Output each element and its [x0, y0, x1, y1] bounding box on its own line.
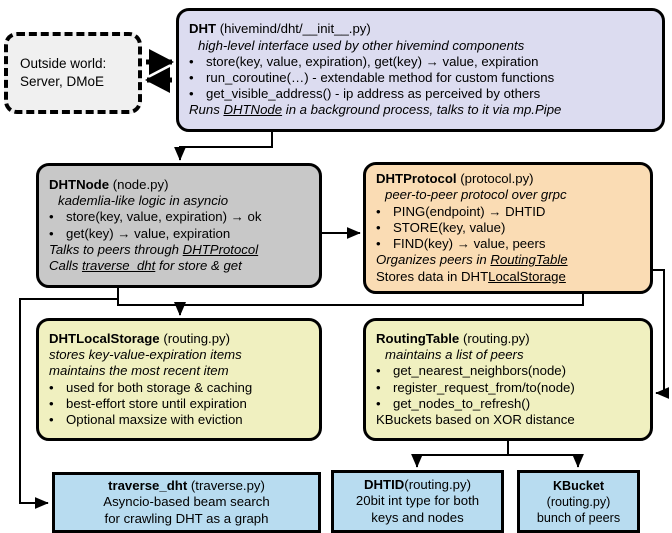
- routingtable-file: (routing.py): [462, 330, 530, 346]
- localstorage-bullet: • used for both storage & caching: [49, 379, 253, 395]
- traverse-title: traverse_dht (traverse.py): [55, 478, 318, 495]
- dhtnode-footer-traverse: Calls traverse_dht for store & get: [49, 257, 242, 273]
- dht-name: DHT: [189, 21, 217, 37]
- localstorage-subtitle1: stores key-value-expiration items: [49, 347, 242, 363]
- dht-bullet: • run_coroutine(…) - extendable method f…: [189, 70, 555, 85]
- routingtable-title: RoutingTable (routing.py): [366, 331, 650, 347]
- dhtprotocol-footer-localstorage: Stores data in DHTLocalStorage: [376, 268, 566, 284]
- bullet-icon: •: [49, 411, 54, 427]
- dhtprotocol-name: DHTProtocol: [376, 171, 457, 187]
- kbucket-title: KBucket: [520, 478, 637, 494]
- bullet-icon: •: [376, 219, 381, 235]
- routingtable-footer: KBuckets based on XOR distance: [376, 411, 575, 427]
- bullet-icon: •: [49, 225, 54, 241]
- routingtable-name: RoutingTable: [376, 330, 460, 346]
- bullet-icon: •: [376, 236, 381, 252]
- dht-bullet: • store(key, value, expiration), get(key…: [189, 53, 539, 69]
- bullet-icon: •: [376, 363, 381, 379]
- routingtable-bullet: • get_nearest_neighbors(node): [376, 363, 567, 379]
- node-kbucket[interactable]: KBucket (routing.py) bunch of peers: [517, 470, 640, 533]
- link-localstorage[interactable]: LocalStorage: [488, 268, 566, 284]
- dhtnode-name: DHTNode: [49, 176, 110, 192]
- bullet-icon: •: [189, 53, 194, 69]
- dhtnode-bullet: • get(key) → value, expiration: [49, 225, 231, 241]
- traverse-line2: Asyncio-based beam search: [103, 494, 270, 510]
- edge-routingtable-to-dhtid: [411, 441, 509, 468]
- dhtid-line2: 20bit int type for both: [355, 493, 480, 509]
- bullet-icon: •: [189, 86, 194, 102]
- kbucket-name: KBucket: [552, 478, 605, 493]
- bullet-icon: •: [189, 70, 194, 85]
- localstorage-bullet: • Optional maxsize with eviction: [49, 411, 243, 427]
- traverse-name: traverse_dht: [108, 477, 188, 493]
- node-dhtlocalstorage[interactable]: DHTLocalStorage (routing.py) stores key-…: [36, 318, 322, 441]
- node-dht[interactable]: DHT (hivemind/dht/__init__.py) high-leve…: [176, 8, 665, 132]
- dhtnode-footer-protocol: Talks to peers through DHTProtocol: [49, 241, 259, 257]
- edge-dhtnode-to-localstorage: [117, 288, 186, 316]
- outside-world-line1: Outside world:: [20, 56, 107, 71]
- dhtid-title: DHTID(routing.py): [334, 477, 501, 494]
- edge-routingtable-to-kbucket: [507, 441, 584, 468]
- link-dhtnode[interactable]: DHTNode: [223, 102, 283, 118]
- dht-subtitle: high-level interface used by other hivem…: [198, 37, 525, 53]
- bullet-icon: •: [376, 203, 381, 219]
- bullet-icon: •: [49, 395, 54, 411]
- dht-bullet: • get_visible_address() - ip address as …: [189, 86, 541, 102]
- localstorage-title: DHTLocalStorage (routing.py): [39, 331, 319, 347]
- dhtprotocol-bullet: • STORE(key, value): [376, 219, 506, 235]
- dhtprotocol-footer-routingtable: Organizes peers in RoutingTable: [376, 252, 568, 268]
- dhtid-line3: keys and nodes: [371, 509, 464, 525]
- dhtnode-file: (node.py): [112, 176, 169, 192]
- dhtprotocol-file: (protocol.py): [460, 171, 534, 187]
- traverse-file: (traverse.py): [190, 477, 265, 493]
- edge-dht-to-dhtnode: [174, 132, 273, 161]
- bullet-icon: •: [376, 379, 381, 395]
- dhtprotocol-bullet: • PING(endpoint) → DHTID: [376, 203, 546, 219]
- dhtnode-subtitle: kademlia-like logic in asyncio: [58, 193, 229, 209]
- dhtprotocol-title: DHTProtocol (protocol.py): [366, 171, 650, 187]
- dhtprotocol-bullet: • FIND(key) → value, peers: [376, 236, 546, 252]
- routingtable-bullet: • register_request_from/to(node): [376, 379, 575, 395]
- kbucket-line3: bunch of peers: [536, 510, 621, 525]
- localstorage-bullet: • best-effort store until expiration: [49, 395, 247, 411]
- localstorage-subtitle2: maintains the most recent item: [49, 363, 229, 379]
- link-traverse-dht[interactable]: traverse_dht: [81, 257, 156, 273]
- dht-title: DHT (hivemind/dht/__init__.py): [179, 21, 662, 37]
- routingtable-subtitle: maintains a list of peers: [385, 347, 524, 363]
- localstorage-name: DHTLocalStorage: [49, 330, 160, 346]
- node-outside-world[interactable]: Outside world: Server, DMoE: [4, 32, 142, 114]
- dhtnode-bullet: • store(key, value, expiration) → ok: [49, 209, 262, 225]
- edge-dhtprotocol-to-localstorage: [174, 294, 584, 316]
- link-routingtable[interactable]: RoutingTable: [490, 252, 568, 268]
- link-dhtprotocol[interactable]: DHTProtocol: [182, 241, 259, 257]
- bullet-icon: •: [49, 379, 54, 395]
- dht-footer: Runs DHTNode in a background process, ta…: [189, 102, 562, 118]
- routingtable-bullet: • get_nodes_to_refresh(): [376, 395, 531, 411]
- kbucket-file: (routing.py): [546, 494, 611, 509]
- node-routingtable[interactable]: RoutingTable (routing.py) maintains a li…: [363, 318, 653, 441]
- localstorage-file: (routing.py): [163, 330, 231, 346]
- node-dhtprotocol[interactable]: DHTProtocol (protocol.py) peer-to-peer p…: [363, 162, 653, 294]
- bullet-icon: •: [376, 395, 381, 411]
- dhtnode-title: DHTNode (node.py): [39, 177, 319, 193]
- dhtid-file: (routing.py): [404, 476, 471, 492]
- node-dhtid[interactable]: DHTID(routing.py) 20bit int type for bot…: [331, 470, 504, 533]
- dhtprotocol-subtitle: peer-to-peer protocol over grpc: [385, 187, 567, 203]
- bullet-icon: •: [49, 209, 54, 225]
- node-dhtnode[interactable]: DHTNode (node.py) kademlia-like logic in…: [36, 163, 322, 288]
- traverse-line3: for crawling DHT as a graph: [104, 510, 269, 526]
- node-traverse-dht[interactable]: traverse_dht (traverse.py) Asyncio-based…: [52, 472, 321, 533]
- dhtid-name: DHTID: [364, 476, 405, 492]
- dht-file: (hivemind/dht/__init__.py): [219, 21, 371, 37]
- outside-world-line2: Server, DMoE: [20, 74, 105, 89]
